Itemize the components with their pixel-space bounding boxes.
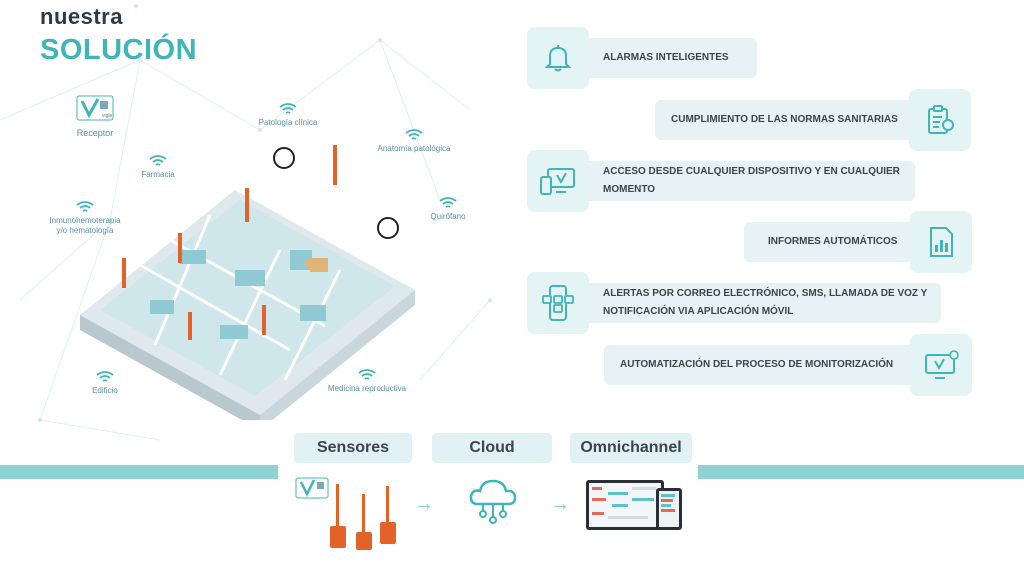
report-chart-icon (910, 211, 972, 273)
feature-acceso-label: ACCESO DESDE CUALQUIER DISPOSITIVO Y EN … (589, 161, 915, 201)
step-omnichannel: Omnichannel (570, 433, 692, 463)
feature-alertas-label: ALERTAS POR CORREO ELECTRÓNICO, SMS, LLA… (589, 283, 941, 323)
feature-acceso: ACCESO DESDE CUALQUIER DISPOSITIVO Y EN … (527, 150, 915, 212)
omnichannel-devices-illustration (586, 480, 682, 530)
wifi-icon (405, 129, 423, 140)
feature-alertas: ALERTAS POR CORREO ELECTRÓNICO, SMS, LLA… (527, 272, 941, 334)
receptor-label: Receptor (76, 128, 114, 138)
feature-automatizacion: AUTOMATIZACIÓN DEL PROCESO DE MONITORIZA… (604, 334, 972, 396)
hospital-isometric-illustration (80, 145, 415, 420)
location-anatomia: Anatomía patológica (372, 128, 456, 154)
title-solucion: SOLUCIÓN (40, 34, 198, 66)
devices-icon (527, 150, 589, 212)
feature-informes: INFORMES AUTOMÁTICOS (744, 211, 972, 273)
feature-cumplimiento: CUMPLIMIENTO DE LAS NORMAS SANITARIAS (655, 89, 971, 151)
svg-text:vigie: vigie (102, 113, 113, 119)
location-medicina: Medicina reproductiva (318, 368, 416, 394)
location-farmacia: Farmacia (128, 154, 188, 180)
wifi-icon (358, 369, 376, 380)
cloud-network-icon (469, 479, 517, 524)
feature-informes-label: INFORMES AUTOMÁTICOS (744, 222, 910, 262)
location-inmuno: Inmunohemoterapia y/o hematología (42, 200, 128, 236)
wifi-icon (439, 197, 457, 208)
certificate-clipboard-icon (909, 89, 971, 151)
step-cloud: Cloud (432, 433, 552, 463)
wifi-icon (149, 155, 167, 166)
wifi-icon (96, 371, 114, 382)
vigie-logo-icon: vigie (76, 95, 114, 121)
monitor-automation-icon (910, 334, 972, 396)
receptor-logo: vigie Receptor (70, 95, 120, 138)
wifi-icon (279, 103, 297, 114)
sensors-illustration (295, 477, 396, 550)
bell-icon (527, 27, 589, 89)
title-nuestra: nuestra (40, 4, 123, 29)
arrow-icon: → (414, 493, 434, 515)
location-quirofano: Quirófano (420, 196, 476, 222)
wifi-icon (76, 201, 94, 212)
feature-cumplimiento-label: CUMPLIMIENTO DE LAS NORMAS SANITARIAS (655, 100, 909, 140)
feature-alarmas-label: ALARMAS INTELIGENTES (589, 38, 757, 78)
arrow-icon: → (550, 493, 570, 515)
feature-automatizacion-label: AUTOMATIZACIÓN DEL PROCESO DE MONITORIZA… (604, 345, 910, 385)
location-edificio: Edificio (80, 370, 130, 396)
step-sensores: Sensores (294, 433, 412, 463)
location-patologia: Patología clínica (248, 102, 328, 128)
mobile-apps-icon (527, 272, 589, 334)
feature-alarmas: ALARMAS INTELIGENTES (523, 27, 757, 89)
